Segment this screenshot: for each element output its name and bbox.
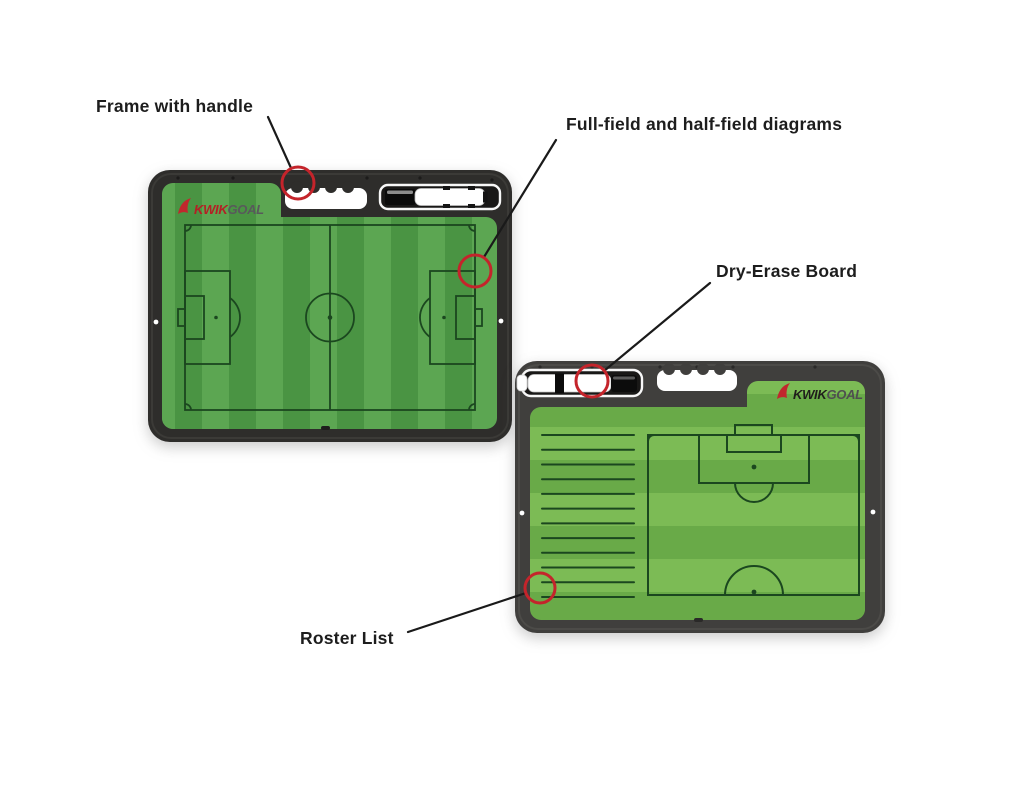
annotation-line-roster xyxy=(406,591,528,634)
goal-area xyxy=(726,434,782,453)
marker-clip xyxy=(468,186,475,190)
penalty-arc-left xyxy=(229,297,241,338)
marker-cap-highlight xyxy=(613,376,635,380)
marker-clip xyxy=(443,204,450,208)
roster-lines xyxy=(541,434,635,598)
corner-arc xyxy=(184,224,192,232)
logo-goal: GOAL xyxy=(227,202,264,217)
marker-body xyxy=(527,374,612,393)
dry-erase-surface-back xyxy=(530,381,865,620)
penalty-spot-right xyxy=(442,315,446,320)
annotation-line-frame-handle xyxy=(266,115,293,170)
kwikgoal-logo-icon xyxy=(178,198,191,214)
label-frame-with-handle: Frame with handle xyxy=(96,96,254,116)
label-field-diagrams: Full-field and half-field diagrams xyxy=(566,114,843,134)
board-frame-bevel xyxy=(151,173,509,439)
corner-arc xyxy=(647,434,655,442)
corner-arc xyxy=(184,403,192,411)
kwikgoal-logo-icon xyxy=(777,383,790,399)
coaching-board-front: KWIKGOAL xyxy=(148,170,512,442)
corner-arc xyxy=(468,224,476,232)
logo-goal: GOAL xyxy=(826,387,863,402)
penalty-arc xyxy=(734,482,774,503)
frame-hole-right xyxy=(870,509,876,515)
dry-erase-marker xyxy=(516,373,637,393)
marker-cap-highlight xyxy=(387,190,413,194)
marker-body xyxy=(414,188,486,206)
dry-erase-marker xyxy=(385,186,488,208)
frame-hole-right xyxy=(498,318,504,324)
logo-kwik: KWIK xyxy=(194,202,229,217)
marker-end xyxy=(516,374,528,392)
annotation-line-dry-erase xyxy=(602,281,712,373)
svg-text:KWIKGOAL: KWIKGOAL xyxy=(194,202,264,217)
coaching-board-back: KWIKGOAL xyxy=(515,361,885,633)
center-spot xyxy=(751,589,757,595)
center-half-circle xyxy=(724,565,784,596)
penalty-spot-left xyxy=(214,315,218,320)
marker-clip xyxy=(443,186,450,190)
frame-notch-bottom xyxy=(321,426,330,430)
frame-notch-bottom xyxy=(694,618,703,622)
corner-arc xyxy=(468,403,476,411)
center-circle xyxy=(305,292,355,343)
center-spot xyxy=(327,315,333,320)
marker-clip xyxy=(468,204,475,208)
kwikgoal-logo: KWIKGOAL xyxy=(178,198,264,217)
marker-ring xyxy=(555,373,564,393)
half-field-diagram xyxy=(647,424,860,596)
marker-tray xyxy=(378,183,502,211)
logo-kwik: KWIK xyxy=(793,387,828,402)
marker-tip xyxy=(483,191,488,203)
label-roster-list: Roster List xyxy=(300,628,394,648)
penalty-spot xyxy=(751,464,757,470)
marker-tray xyxy=(516,368,644,398)
kwikgoal-logo: KWIKGOAL xyxy=(777,383,863,402)
full-field-diagram xyxy=(177,224,483,411)
frame-hole-left xyxy=(153,319,159,325)
label-dry-erase-board: Dry-Erase Board xyxy=(716,261,858,281)
goal-left xyxy=(177,308,186,327)
svg-text:KWIKGOAL: KWIKGOAL xyxy=(793,387,863,402)
frame-hole-left xyxy=(519,510,525,516)
goal-right xyxy=(474,308,483,327)
corner-arc xyxy=(852,434,860,442)
penalty-arc-right xyxy=(419,297,431,338)
